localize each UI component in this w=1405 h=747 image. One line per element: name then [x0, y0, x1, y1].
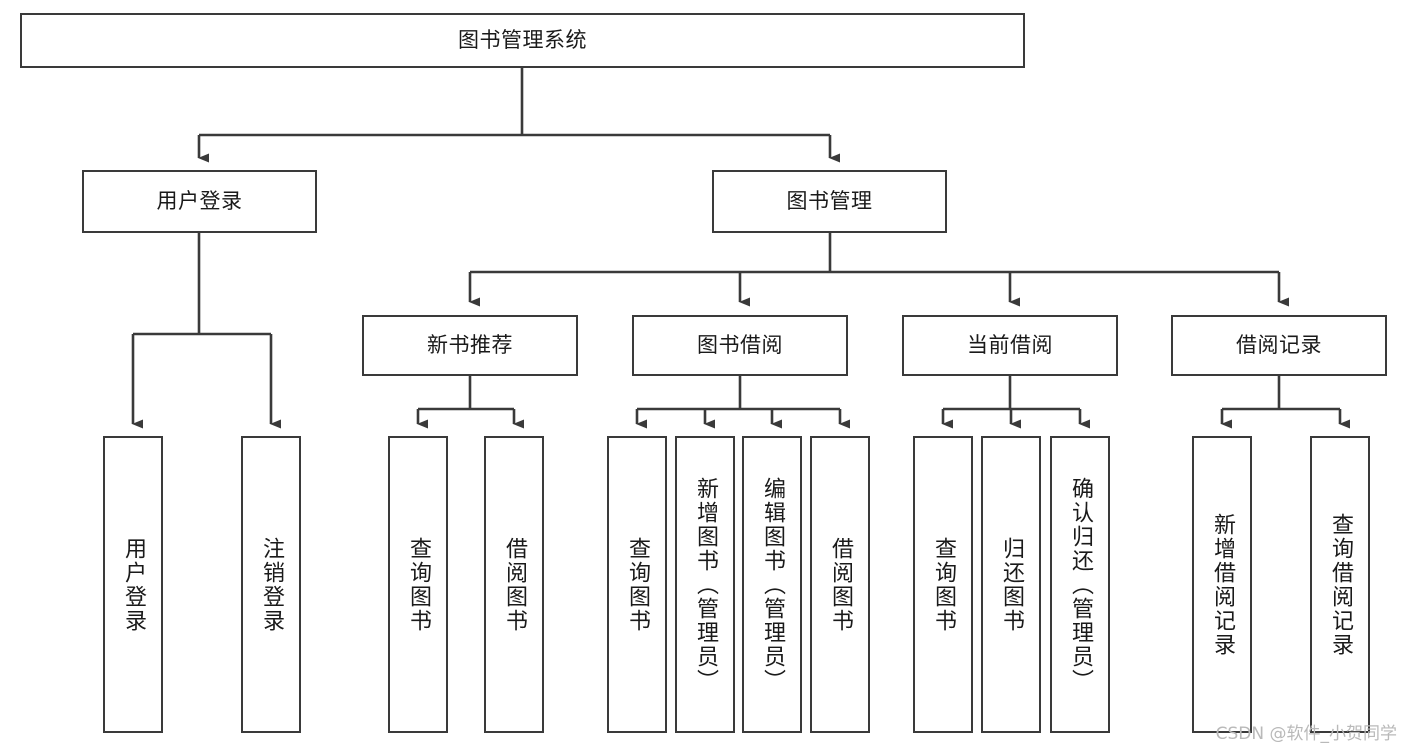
node-label: 用户登录	[121, 536, 146, 633]
node-leaf-confirm-return[interactable]: 确认归还（管理员）	[1050, 436, 1110, 733]
node-leaf-add-borrow-record[interactable]: 新增借阅记录	[1192, 436, 1252, 733]
node-label: 查询图书	[931, 536, 956, 633]
node-label: 查询借阅记录	[1328, 512, 1353, 657]
node-label: 归还图书	[999, 536, 1024, 633]
node-current-borrow[interactable]: 当前借阅	[902, 315, 1118, 376]
node-label: 新增图书（管理员）	[693, 476, 718, 693]
node-new-book-recommendation[interactable]: 新书推荐	[362, 315, 578, 376]
node-leaf-query-book-2[interactable]: 查询图书	[607, 436, 667, 733]
node-label: 编辑图书（管理员）	[760, 476, 785, 693]
node-label: 借阅记录	[1236, 333, 1322, 358]
node-leaf-user-login[interactable]: 用户登录	[103, 436, 163, 733]
node-label: 注销登录	[259, 536, 284, 633]
watermark-text: CSDN @软件_小贺同学	[1215, 724, 1397, 744]
node-leaf-query-borrow-record[interactable]: 查询借阅记录	[1310, 436, 1370, 733]
node-leaf-borrow-book-2[interactable]: 借阅图书	[810, 436, 870, 733]
node-label: 查询图书	[625, 536, 650, 633]
node-label: 当前借阅	[967, 333, 1053, 358]
node-borrow-record[interactable]: 借阅记录	[1171, 315, 1387, 376]
node-leaf-return-book[interactable]: 归还图书	[981, 436, 1041, 733]
node-leaf-borrow-book-1[interactable]: 借阅图书	[484, 436, 544, 733]
node-label: 用户登录	[156, 189, 243, 214]
node-leaf-query-book-1[interactable]: 查询图书	[388, 436, 448, 733]
node-book-manage[interactable]: 图书管理	[712, 170, 947, 233]
node-label: 借阅图书	[502, 536, 527, 633]
node-label: 新书推荐	[427, 333, 513, 358]
node-leaf-logout-login[interactable]: 注销登录	[241, 436, 301, 733]
node-label: 查询图书	[406, 536, 431, 633]
node-book-borrow[interactable]: 图书借阅	[632, 315, 848, 376]
node-root-book-management-system[interactable]: 图书管理系统	[20, 13, 1025, 68]
node-user-login[interactable]: 用户登录	[82, 170, 317, 233]
node-label: 确认归还（管理员）	[1068, 476, 1093, 693]
node-label: 图书管理	[786, 189, 873, 214]
node-leaf-edit-book[interactable]: 编辑图书（管理员）	[742, 436, 802, 733]
node-label: 借阅图书	[828, 536, 853, 633]
node-label: 图书管理系统	[458, 28, 587, 53]
node-leaf-query-book-3[interactable]: 查询图书	[913, 436, 973, 733]
node-label: 新增借阅记录	[1210, 512, 1235, 657]
node-label: 图书借阅	[697, 333, 783, 358]
node-leaf-add-book[interactable]: 新增图书（管理员）	[675, 436, 735, 733]
